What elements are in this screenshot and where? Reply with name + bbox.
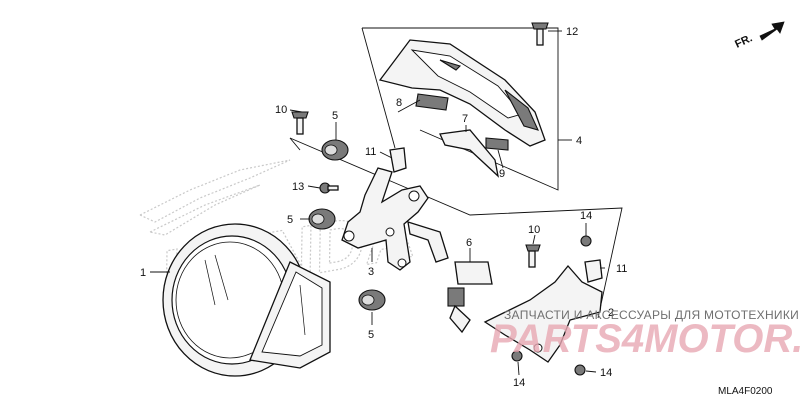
front-arrow-icon [759,21,785,41]
callouts: 1 2 3 4 5 5 5 6 7 8 9 10 10 11 11 12 13 … [140,26,627,389]
watermark-tagline: ЗАПЧАСТИ И АКСЕССУАРЫ ДЛЯ МОТОТЕХНИКИ [504,308,799,322]
callout-10-right: 10 [528,224,540,236]
watermark-brand: PARTS4MOTOR.RU [490,317,800,361]
callout-2: 2 [608,307,614,319]
seal-sheet [439,129,500,178]
callout-5-top: 5 [332,110,338,122]
screw-right [525,244,541,268]
grommet-bottom [358,289,386,311]
grommet-top [321,139,349,161]
callout-11-top: 11 [365,146,376,158]
wire-connector [447,261,493,334]
callout-13: 13 [292,181,304,193]
front-label: FR. [733,32,754,50]
callout-5-middle: 5 [287,214,293,226]
callout-14-upper: 14 [580,210,592,222]
cushion-block [485,137,509,151]
callout-3: 3 [368,266,374,278]
callout-14-lower-left: 14 [513,377,525,389]
callout-8: 8 [396,97,402,109]
front-direction-indicator: FR. [733,21,785,51]
screw-top [531,22,549,46]
callout-14-lower-right: 14 [600,367,612,379]
diagram-code: MLA4F0200 [718,386,773,397]
lower-stay [483,264,603,363]
bolt-lower-left [511,350,523,362]
callout-7: 7 [462,113,468,125]
callout-6: 6 [466,237,472,249]
bolt-small [319,182,339,194]
callout-5-bottom: 5 [368,329,374,341]
leader-lines [150,30,605,376]
meter-assembly [162,223,331,377]
callout-10-left: 10 [275,104,287,116]
callout-12: 12 [566,26,578,38]
collar-top [389,147,407,173]
meter-stay-bracket [341,167,449,271]
callout-1: 1 [140,267,146,279]
meter-visor [378,39,546,147]
screw-left [291,111,309,135]
callout-9: 9 [499,168,505,180]
bolt-lower-right [574,364,586,376]
callout-11-right: 11 [616,263,627,275]
collar-right [584,259,603,283]
grommet-middle [308,208,336,230]
callout-4: 4 [576,135,582,147]
bolt-upper-right [580,235,592,247]
rubber-pad [415,93,449,111]
